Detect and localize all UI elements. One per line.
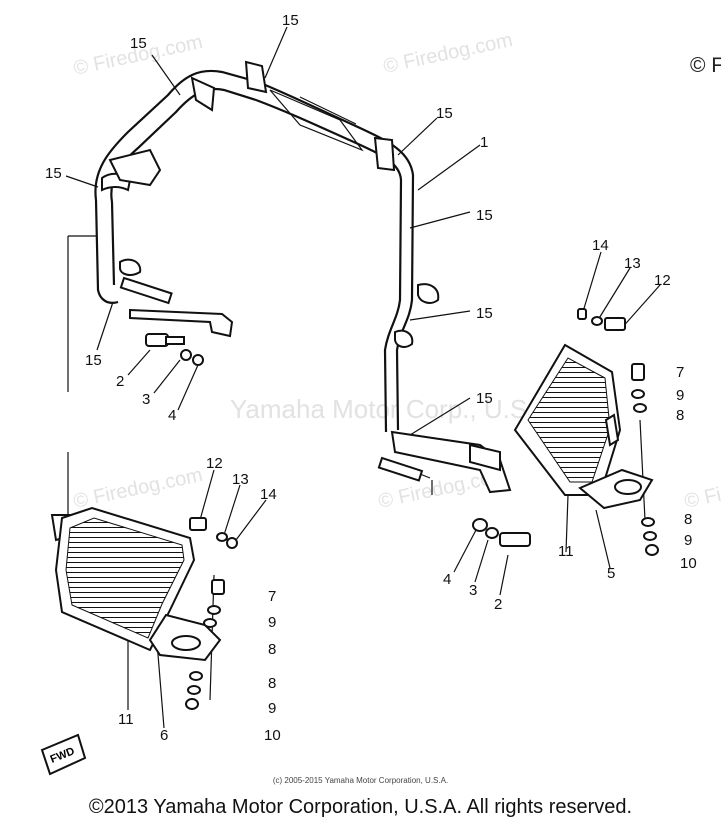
part-label: 13 — [624, 255, 641, 272]
part-label: 9 — [268, 700, 276, 717]
part-label: 14 — [260, 486, 277, 503]
part-label: 4 — [168, 407, 176, 424]
part-label: 10 — [264, 727, 281, 744]
part-label: 15 — [85, 352, 102, 369]
part-label: 4 — [443, 571, 451, 588]
hardware — [145, 308, 659, 710]
part-label: 10 — [680, 555, 697, 572]
fwd-arrow: FWD — [40, 733, 87, 776]
part-label: 9 — [676, 387, 684, 404]
part-label: 15 — [130, 35, 147, 52]
part-label: 12 — [206, 455, 223, 472]
right-grille-guard — [513, 343, 654, 510]
part-label: 2 — [116, 373, 124, 390]
part-label: 15 — [436, 105, 453, 122]
part-label: 7 — [676, 364, 684, 381]
watermark-firedog-corner: © Fi — [690, 54, 721, 77]
part-label: 15 — [282, 12, 299, 29]
copyright-small: (c) 2005-2015 Yamaha Motor Corporation, … — [272, 776, 449, 785]
part-label: 11 — [118, 711, 134, 728]
part-label: 11 — [558, 543, 574, 560]
part-label: 14 — [592, 237, 609, 254]
part-labels: 15 15 15 1 15 15 15 15 15 14 13 12 7 9 8… — [45, 12, 697, 744]
part-label: 3 — [142, 391, 150, 408]
part-label: 9 — [268, 614, 276, 631]
part-label: 5 — [607, 565, 615, 582]
leader-lines — [65, 26, 661, 729]
part-label: 8 — [268, 675, 276, 692]
part-label: 15 — [45, 165, 62, 182]
part-label: 12 — [654, 272, 671, 289]
copyright-main: ©2013 Yamaha Motor Corporation, U.S.A. A… — [88, 796, 633, 818]
part-label: 3 — [469, 582, 477, 599]
part-label: 1 — [480, 134, 488, 151]
part-label: 7 — [268, 588, 276, 605]
watermark-yamaha: Yamaha Motor Corp., U.S.A. — [230, 394, 559, 424]
part-label: 8 — [268, 641, 276, 658]
part-label: 8 — [676, 407, 684, 424]
left-grille-guard — [50, 506, 222, 662]
watermark-firedog: © Firedog.com — [381, 29, 514, 78]
part-label: 13 — [232, 471, 249, 488]
part-label: 6 — [160, 727, 168, 744]
bumper-tube — [94, 60, 512, 494]
part-label: 15 — [476, 390, 493, 407]
part-label: 15 — [476, 207, 493, 224]
watermark-firedog: © Firedog.com — [71, 464, 204, 513]
part-label: 8 — [684, 511, 692, 528]
part-label: 2 — [494, 596, 502, 613]
part-label: 9 — [684, 532, 692, 549]
watermark-firedog: © Fi — [682, 484, 721, 513]
part-label: 15 — [476, 305, 493, 322]
